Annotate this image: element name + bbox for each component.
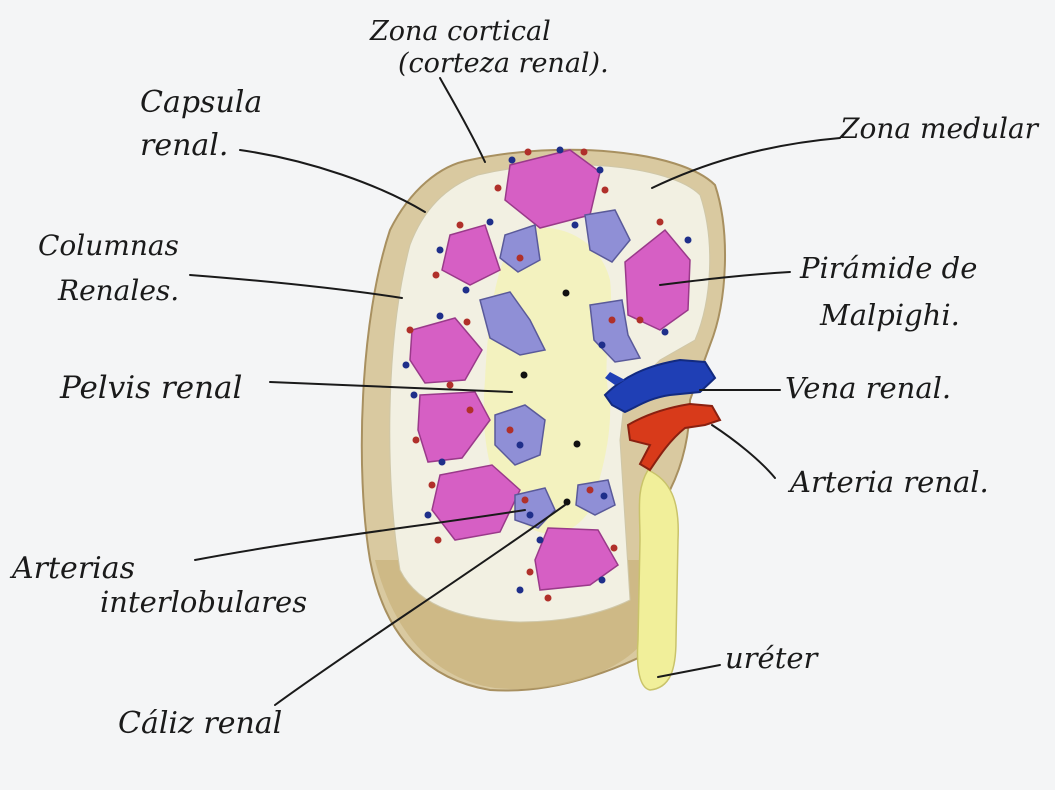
label-piramide-1: Pirámide de	[799, 251, 977, 285]
label-arterias-2: interlobulares	[100, 585, 307, 619]
label-caliz: Cáliz renal	[118, 706, 282, 741]
label-vena: Vena renal.	[785, 371, 951, 405]
label-zona-cortical-1: Zona cortical	[369, 16, 551, 47]
label-pelvis: Pelvis renal	[59, 370, 242, 406]
label-zona-medular: Zona medular	[839, 112, 1040, 145]
ureter	[638, 470, 679, 690]
label-arteria: Arteria renal.	[787, 465, 989, 499]
label-columnas-2: Renales.	[57, 274, 179, 307]
label-piramide-2: Malpighi.	[819, 298, 960, 332]
label-columnas-1: Columnas	[38, 229, 179, 262]
label-capsula-1: Capsula	[140, 85, 262, 120]
label-capsula-2: renal.	[140, 128, 228, 163]
label-zona-cortical-2: (corteza renal).	[398, 48, 609, 79]
label-ureter: uréter	[725, 641, 820, 675]
label-arterias-1: Arterias	[9, 551, 135, 586]
